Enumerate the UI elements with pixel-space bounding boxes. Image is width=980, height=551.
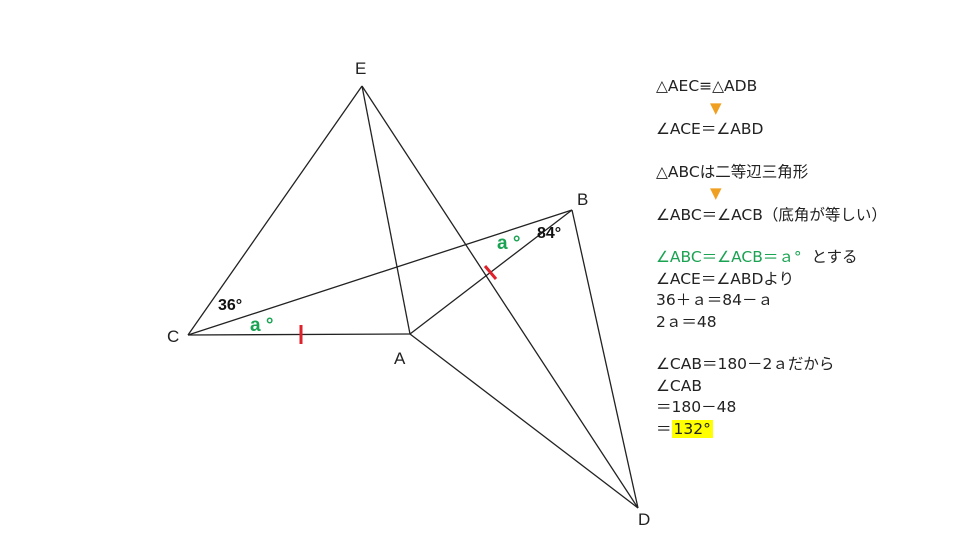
note-answer: ＝132° [656,419,887,441]
note-angle-equal: ∠ACE＝∠ABD [656,120,764,138]
pointing-down-hand-icon: ▼ [710,98,722,117]
note-congruence: △AEC≡△ADB [656,77,758,95]
note-from: ∠ACE＝∠ABDより [656,269,795,288]
tick-mark-ab [483,265,498,280]
angle-label-84: 84° [537,225,561,242]
segment-ce [187,85,363,336]
note-cab: ∠CAB [656,376,702,395]
angle-label-a-at-b: a ° [497,233,520,254]
point-label-e: E [355,59,366,78]
angle-label-a-at-c: a ° [250,315,273,336]
note-answer-prefix: ＝ [656,419,672,438]
segment-bd [571,209,639,509]
segment-ad [409,333,639,509]
note-base-angles: ∠ABC＝∠ACB（底角が等しい） [656,205,887,224]
answer-highlight: 132° [671,419,713,438]
pointing-down-hand-icon: ▼ [710,184,722,202]
point-label-a: A [394,349,406,368]
segment-ca [187,333,411,336]
segment-ed [361,85,639,509]
solution-notes: △AEC≡△ADB ▼ ∠ACE＝∠ABD △ABCは二等辺三角形 ▼ ∠ABC… [656,76,887,440]
note-equation: 36＋ａ＝84－ａ [656,291,773,309]
note-isosceles: △ABCは二等辺三角形 [656,162,809,181]
point-label-c: C [167,327,179,346]
note-let-a: ∠ABC＝∠ACB＝ａ° とする [656,247,887,269]
note-solve: 2ａ＝48 [656,312,717,331]
note-let-a-green: ∠ABC＝∠ACB＝ａ° [656,248,802,266]
point-label-b: B [577,190,588,209]
note-let-a-suffix: とする [811,248,858,266]
point-label-d: D [638,510,650,529]
segment-cb [187,209,573,336]
note-subtract: ＝180－48 [656,398,737,416]
note-cab-formula: ∠CAB＝180－2ａだから [656,355,835,373]
segment-ea [361,85,411,335]
angle-label-36: 36° [218,297,242,314]
